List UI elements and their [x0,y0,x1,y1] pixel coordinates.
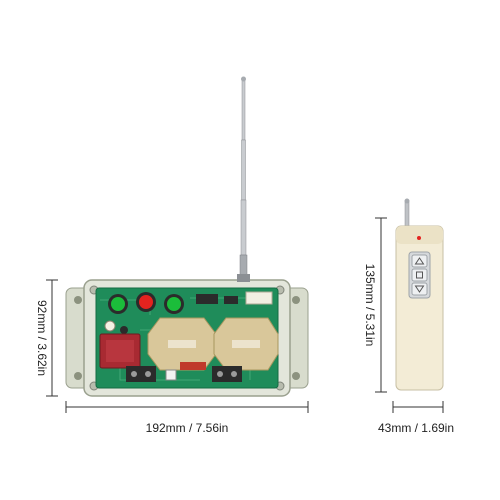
receiver-height-dimension [46,279,58,397]
ic-chip [224,296,238,304]
red-button-cap [139,295,153,309]
left-ear-hole-icon [74,372,82,380]
receiver-width-dimension [65,401,309,413]
connector-block [245,291,273,305]
receiver-width-label: 192mm / 7.56in [146,421,229,435]
remote-top-band [396,226,443,244]
relay-right [213,317,279,371]
right-ear-hole-icon [292,372,300,380]
receiver-height-label: 92mm / 3.62in [35,300,49,376]
green-button-right-cap [167,297,181,311]
terminal-screw-icon [217,371,223,377]
terminal-screw-icon [145,371,151,377]
capacitor [104,320,116,332]
remote-body [395,225,444,391]
green-button-left-cap [111,297,125,311]
receiver-unit [65,279,309,397]
receiver-antenna [237,76,250,282]
square-stop-icon [411,268,428,282]
remote-led-icon [417,236,421,240]
remote-control [395,198,444,391]
terminal-screw-icon [131,371,137,377]
fuse [180,362,206,370]
remote-antenna [404,201,410,229]
triangle-up-icon [411,254,428,268]
terminal-block-right [212,366,242,382]
remote-height-label: 135mm / 5.31in [363,264,377,347]
remote-height-dimension [375,217,387,393]
remote-width-dimension [392,401,444,413]
terminal-block-left [126,366,156,382]
remote-width-label: 43mm / 1.69in [378,421,454,435]
transformer-core [106,340,134,362]
left-ear-hole-icon [74,296,82,304]
triangle-down-icon [411,282,428,296]
capacitor [120,326,128,334]
right-ear-hole-icon [292,296,300,304]
ic-chip [196,294,218,304]
terminal-screw-icon [231,371,237,377]
connector-small [165,369,177,381]
